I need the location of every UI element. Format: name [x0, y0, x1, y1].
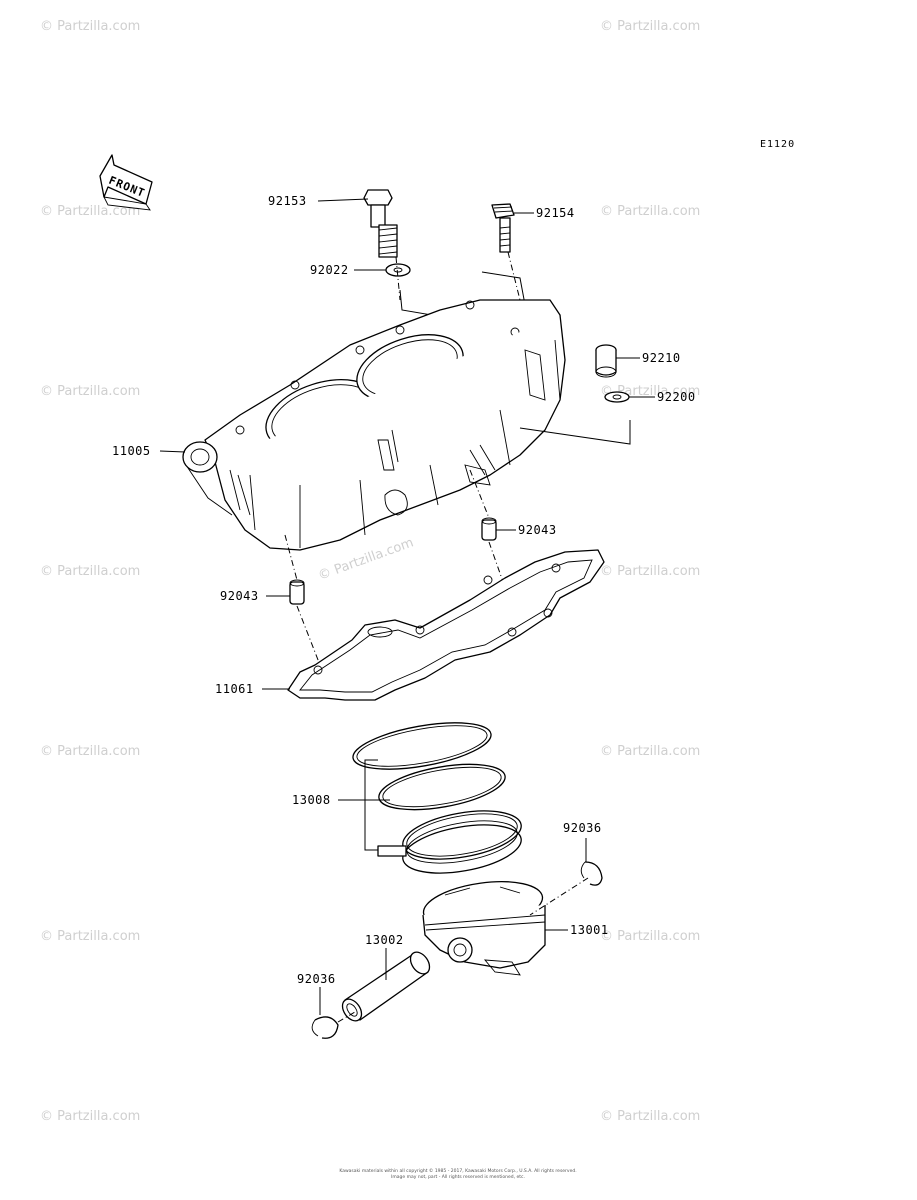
copyright-line-2: Image may not, part - All rights reserve… [391, 1174, 525, 1180]
piston-ring-set-13008 [352, 722, 522, 874]
piston-13001 [422, 881, 546, 976]
callout-92210: 92210 [642, 351, 681, 365]
bolt-92154 [491, 203, 515, 253]
diagram-code: E1120 [760, 139, 795, 150]
callout-11005: 11005 [112, 444, 151, 458]
watermark: © Partzilla.com [600, 929, 700, 944]
cap-92210 [595, 344, 617, 378]
piston-pin-13002 [341, 951, 431, 1022]
watermark: © Partzilla.com [600, 564, 700, 579]
copyright-line-1: Kawasaki materials within all copyright … [339, 1167, 576, 1174]
watermark: © Partzilla.com [40, 744, 140, 759]
callout-13002: 13002 [365, 933, 404, 947]
watermark: © Partzilla.com [600, 19, 700, 34]
circlip-92036-right [580, 861, 603, 886]
cylinder-block-11005 [182, 299, 566, 551]
callout-13001: 13001 [570, 923, 609, 937]
watermark: © Partzilla.com [40, 384, 140, 399]
callout-92036: 92036 [297, 972, 336, 986]
callout-92043: 92043 [518, 523, 557, 537]
callout-92200: 92200 [657, 390, 696, 404]
watermark: © Partzilla.com [40, 19, 140, 34]
watermark: © Partzilla.com [40, 929, 140, 944]
front-arrow-icon: FRONT [99, 154, 153, 211]
circlip-92036-left [311, 1016, 339, 1039]
gasket-11061 [287, 549, 605, 701]
dowel-pin-92043-right [481, 517, 497, 541]
callout-92036: 92036 [563, 821, 602, 835]
watermark: © Partzilla.com [40, 204, 140, 219]
bolt-92153 [363, 189, 398, 258]
callout-92154: 92154 [536, 206, 575, 220]
callout-11061: 11061 [215, 682, 254, 696]
watermark: © Partzilla.com [600, 744, 700, 759]
watermark: © Partzilla.com [40, 1109, 140, 1124]
callout-92153: 92153 [268, 194, 307, 208]
dowel-pin-92043-left [289, 579, 305, 605]
watermark: © Partzilla.com [600, 1109, 700, 1124]
callout-13008: 13008 [292, 793, 331, 807]
watermark: © Partzilla.com [600, 204, 700, 219]
callout-92043: 92043 [220, 589, 259, 603]
callout-leaders [159, 198, 655, 1015]
washer-92200 [604, 391, 630, 403]
callout-92022: 92022 [310, 263, 349, 277]
watermark: © Partzilla.com [40, 564, 140, 579]
